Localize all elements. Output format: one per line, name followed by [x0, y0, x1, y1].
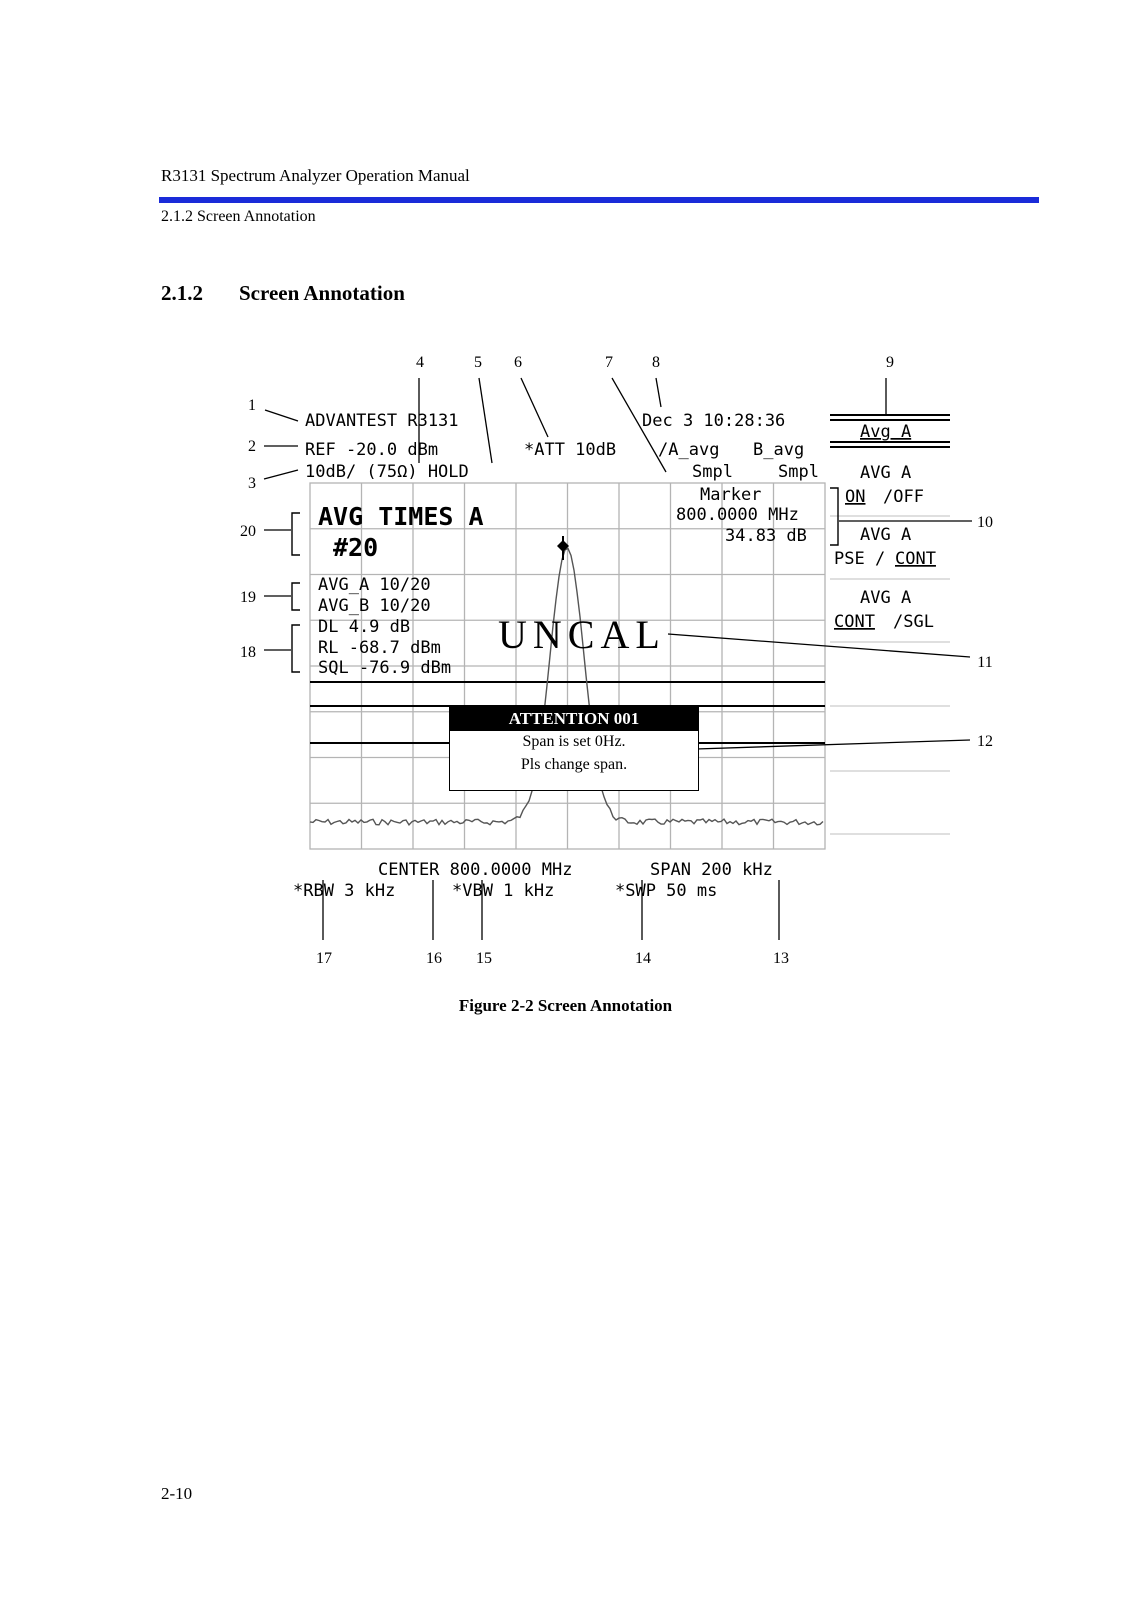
running-header-title: R3131 Spectrum Analyzer Operation Manual: [161, 166, 470, 185]
callout-14: 14: [635, 950, 651, 967]
marker-icon: [557, 536, 569, 560]
callout-10: 10: [977, 514, 993, 531]
callout-6: 6: [514, 354, 522, 371]
attenuation: *ATT 10dB: [524, 440, 616, 460]
softkey-3-sgl[interactable]: /SGL: [893, 612, 934, 632]
avg-times-label: AVG TIMES A: [318, 502, 484, 531]
section-title: Screen Annotation: [239, 281, 405, 305]
callout-11: 11: [977, 654, 992, 671]
marker-frequency: 800.0000 MHz: [676, 505, 799, 525]
softkey-1-on[interactable]: ON: [845, 487, 865, 507]
detector-a: Smpl: [692, 462, 733, 482]
attention-message-2: Pls change span.: [520, 756, 628, 773]
callout-16: 16: [426, 950, 442, 967]
callout-4: 4: [416, 354, 424, 371]
callout-12: 12: [977, 733, 993, 750]
spectrum-trace: [309, 547, 824, 827]
avg-times-count: #20: [333, 533, 378, 562]
squelch-value: SQL -76.9 dBm: [318, 658, 451, 678]
span: SPAN 200 kHz: [650, 860, 773, 880]
callout-2: 2: [248, 438, 256, 455]
brackets: [291, 487, 839, 673]
attention-title: ATTENTION 001: [450, 706, 698, 731]
callout-1: 1: [248, 397, 256, 414]
softkey-2-pse[interactable]: PSE /: [834, 549, 885, 569]
page-number: 2-10: [161, 1484, 193, 1503]
date-time: Dec 3 10:28:36: [642, 411, 785, 431]
callout-13: 13: [773, 950, 789, 967]
softkey-1-off[interactable]: /OFF: [883, 487, 924, 507]
model-label: ADVANTEST R3131: [305, 411, 459, 431]
softkey-1-label[interactable]: AVG A: [860, 463, 911, 483]
leader-lines: [263, 377, 972, 940]
sweep-time: *SWP 50 ms: [615, 881, 717, 901]
callout-15: 15: [476, 950, 492, 967]
softkey-2-cont[interactable]: CONT: [895, 549, 936, 569]
trace-a-mode: /A_avg: [658, 440, 719, 460]
callout-19: 19: [240, 589, 256, 606]
softkey-3-label[interactable]: AVG A: [860, 588, 911, 608]
uncal-indicator: UNCAL: [498, 612, 666, 657]
callout-18: 18: [240, 644, 256, 661]
callout-8: 8: [652, 354, 660, 371]
softkey-2-label[interactable]: AVG A: [860, 525, 911, 545]
callout-3: 3: [248, 475, 256, 492]
display-line-value: DL 4.9 dB: [318, 617, 410, 637]
scale-impedance: 10dB/ (75Ω) HOLD: [305, 462, 469, 482]
marker-level: 34.83 dB: [725, 526, 807, 546]
reference-line-value: RL -68.7 dBm: [318, 638, 441, 658]
section-number: 2.1.2: [161, 281, 203, 305]
softkey-title: Avg A: [860, 422, 911, 442]
detector-b: Smpl: [778, 462, 819, 482]
callout-7: 7: [605, 354, 613, 371]
avg-b-count: AVG_B 10/20: [318, 596, 431, 616]
callout-20: 20: [240, 523, 256, 540]
vbw: *VBW 1 kHz: [452, 881, 554, 901]
running-header-subsection: 2.1.2 Screen Annotation: [161, 208, 316, 225]
avg-a-count: AVG_A 10/20: [318, 575, 431, 595]
attention-dialog: ATTENTION 001 Span is set 0Hz. Pls chang…: [449, 705, 699, 791]
figure-caption: Figure 2-2 Screen Annotation: [458, 996, 673, 1015]
header-rule: [159, 197, 1039, 203]
marker-label: Marker: [700, 485, 761, 505]
callout-9: 9: [886, 354, 894, 371]
reference-level: REF -20.0 dBm: [305, 440, 438, 460]
callout-5: 5: [474, 354, 482, 371]
callout-17: 17: [316, 950, 332, 967]
softkey-3-cont[interactable]: CONT: [834, 612, 875, 632]
center-frequency: CENTER 800.0000 MHz: [378, 860, 572, 880]
trace-b-mode: B_avg: [753, 440, 804, 460]
rbw: *RBW 3 kHz: [293, 881, 395, 901]
attention-message-1: Span is set 0Hz.: [522, 733, 626, 750]
softkey-separators: [830, 414, 950, 835]
